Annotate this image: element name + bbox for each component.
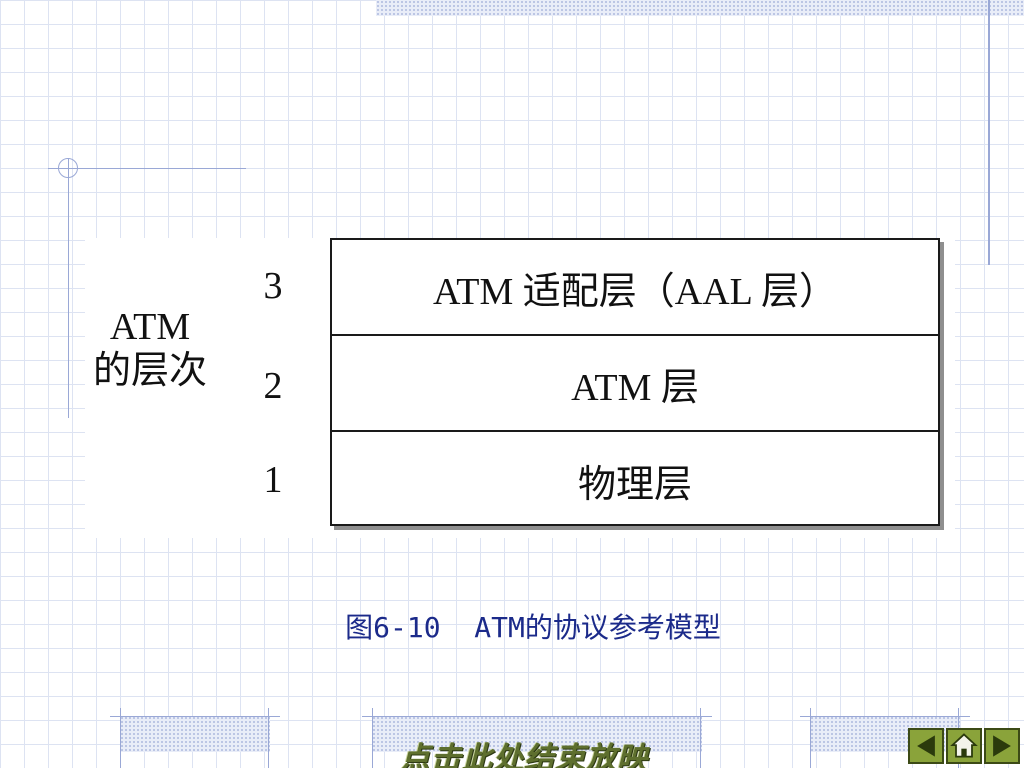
layer-number-1: 1 [263,459,283,501]
right-accent-line [988,0,990,265]
home-icon [950,733,978,758]
previous-slide-button[interactable] [908,728,944,764]
bottom-band-middle [372,716,702,752]
top-dotted-band [376,0,1024,16]
layer-group-label: ATM 的层次 [80,305,220,393]
bottom-vline-middle-b [700,708,701,768]
bottom-vline-right-a [810,708,811,768]
previous-arrow-icon [917,735,935,757]
layer-row-atm: ATM 层 [332,336,938,432]
layer-row-aal: ATM 适配层（AAL 层） [332,240,938,336]
next-arrow-icon [993,735,1011,757]
figure-caption: 图6-10 ATM的协议参考模型 [345,611,721,644]
bottom-vline-middle-a [372,708,373,768]
layer-number-2: 2 [263,365,283,407]
layer-group-label-line1: ATM [109,306,191,348]
bottom-vline-left-b [268,708,269,768]
bottom-hline-left [110,716,280,717]
bottom-hline-right [800,716,970,717]
bottom-band-left [120,716,270,752]
layer-row-physical: 物理层 [577,463,692,506]
protocol-layer-stack: ATM 适配层（AAL 层） ATM 层 物理层 [330,238,940,526]
home-button[interactable] [946,728,982,764]
left-accent-vline [68,158,69,418]
next-slide-button[interactable] [984,728,1020,764]
layer-group-label-line2: 的层次 [92,350,207,392]
end-show-link[interactable]: 点击此处结束放映 [400,741,648,768]
left-accent-hline [48,168,246,169]
layer-number-3: 3 [263,265,283,307]
crosshair-circle-icon [58,158,78,178]
bottom-vline-left-a [120,708,121,768]
bottom-hline-middle [362,716,712,717]
